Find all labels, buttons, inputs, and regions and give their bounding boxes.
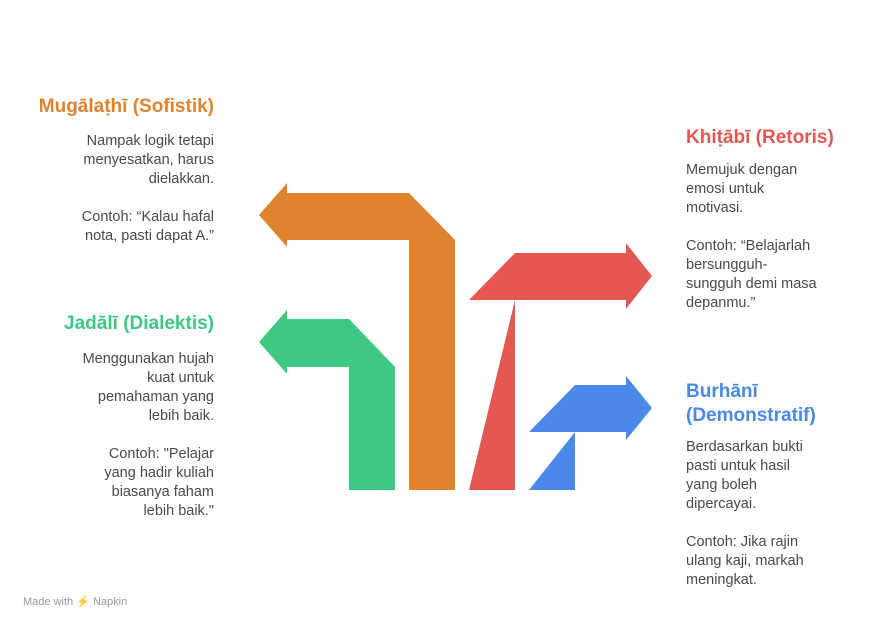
orange-arrow — [259, 183, 455, 490]
text-line: depanmu.” — [686, 295, 756, 311]
text-line: biasanya faham — [111, 484, 214, 500]
text-line: sungguh demi masa — [686, 276, 817, 292]
retoris-title: Khiṭābī (Retoris) — [686, 127, 834, 148]
text-line: motivasi. — [686, 200, 744, 216]
made-with-napkin[interactable]: Made with ⚡ Napkin — [23, 595, 127, 608]
blue-arrow — [529, 376, 652, 490]
dialektis-description: Menggunakan hujah kuat untuk pemahaman yan… — [83, 350, 214, 521]
text-line: yang boleh — [686, 477, 757, 493]
text-line: Contoh: Jika rajin — [686, 534, 799, 550]
text-line: lebih baik. — [148, 408, 214, 424]
text-line: dipercayai. — [686, 496, 757, 512]
text-line: Menggunakan hujah — [82, 351, 214, 367]
text-line: Contoh: “Kalau hafal — [81, 209, 214, 225]
text-line: kuat untuk — [147, 370, 214, 386]
retoris-description: Memujuk dengan emosi untuk motivasi. Conto… — [686, 161, 817, 313]
text-line: meningkat. — [686, 572, 757, 588]
title-line: Burhānī — [686, 381, 758, 402]
text-line: bersungguh- — [686, 257, 768, 273]
text-line: Nampak logik tetapi — [86, 133, 214, 149]
text-line: Berdasarkan bukti — [686, 439, 803, 455]
text-line: menyesatkan, harus — [83, 152, 214, 168]
text-line: emosi untuk — [686, 181, 765, 197]
dialektis-title: Jadālī (Dialektis) — [64, 313, 214, 334]
text-line: ulang kaji, markah — [686, 553, 804, 569]
text-line: pasti untuk hasil — [686, 458, 790, 474]
title-line: (Demonstratif) — [686, 405, 816, 426]
sofistik-description: Nampak logik tetapi menyesatkan, harus die… — [82, 132, 214, 246]
text-line: Contoh: “Belajarlah — [686, 238, 811, 254]
made-with-label: Made with — [23, 596, 74, 608]
red-arrow — [469, 243, 652, 490]
text-line: yang hadir kuliah — [104, 465, 214, 481]
napkin-brand: Napkin — [92, 596, 128, 608]
text-line: nota, pasti dapat A.” — [85, 228, 214, 244]
demonstratif-description: Berdasarkan bukti pasti untuk hasil yang b… — [686, 438, 804, 590]
text-line: Contoh: "Pelajar — [108, 446, 214, 462]
text-line: Memujuk dengan — [686, 162, 798, 178]
green-arrow — [259, 310, 395, 490]
napkin-logo-icon: ⚡ — [76, 596, 90, 608]
sofistik-title: Mugālaṭhī (Sofistik) — [38, 96, 214, 117]
text-line: pemahaman yang — [97, 389, 214, 405]
text-line: lebih baik." — [143, 503, 214, 519]
demonstratif-title: Burhānī (Demonstratif) — [686, 380, 816, 428]
text-line: dielakkan. — [148, 171, 214, 187]
